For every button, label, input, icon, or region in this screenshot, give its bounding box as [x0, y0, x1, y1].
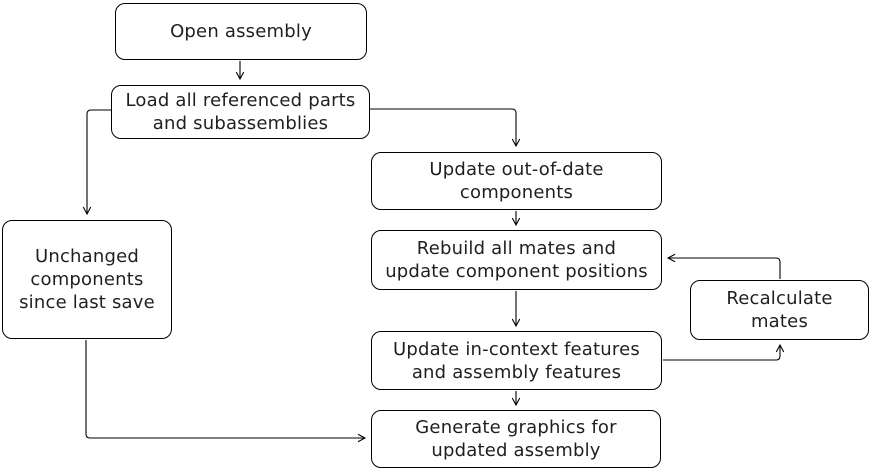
node-update-in-context-features: Update in-context features and assembly … — [371, 331, 662, 390]
arrow-in-context-to-recalculate — [663, 343, 785, 361]
arrow-load-to-unchanged — [82, 109, 111, 216]
node-label: Update out-of-date components — [429, 159, 604, 203]
node-label: Load all referenced parts and subassembl… — [125, 90, 356, 134]
node-label: Rebuild all mates and update component p… — [385, 238, 648, 282]
node-recalculate-mates: Recalculate mates — [690, 280, 869, 340]
node-label: Open assembly — [170, 21, 312, 42]
arrow-recalculate-to-rebuild — [666, 253, 781, 279]
node-generate-graphics: Generate graphics for updated assembly — [371, 410, 661, 468]
node-label: Update in-context features and assembly … — [393, 338, 640, 383]
node-update-out-of-date-components: Update out-of-date components — [371, 152, 662, 210]
node-label: Generate graphics for updated assembly — [415, 417, 617, 461]
node-load-referenced-parts: Load all referenced parts and subassembl… — [111, 85, 370, 139]
node-open-assembly: Open assembly — [115, 3, 367, 60]
node-label: Recalculate mates — [726, 288, 833, 332]
node-label: Unchanged components since last save — [19, 246, 155, 313]
node-rebuild-all-mates: Rebuild all mates and update component p… — [371, 230, 662, 290]
arrow-unchanged-to-generate — [85, 340, 367, 443]
arrow-load-to-update-out-of-date — [370, 108, 521, 148]
node-unchanged-components: Unchanged components since last save — [2, 220, 172, 339]
